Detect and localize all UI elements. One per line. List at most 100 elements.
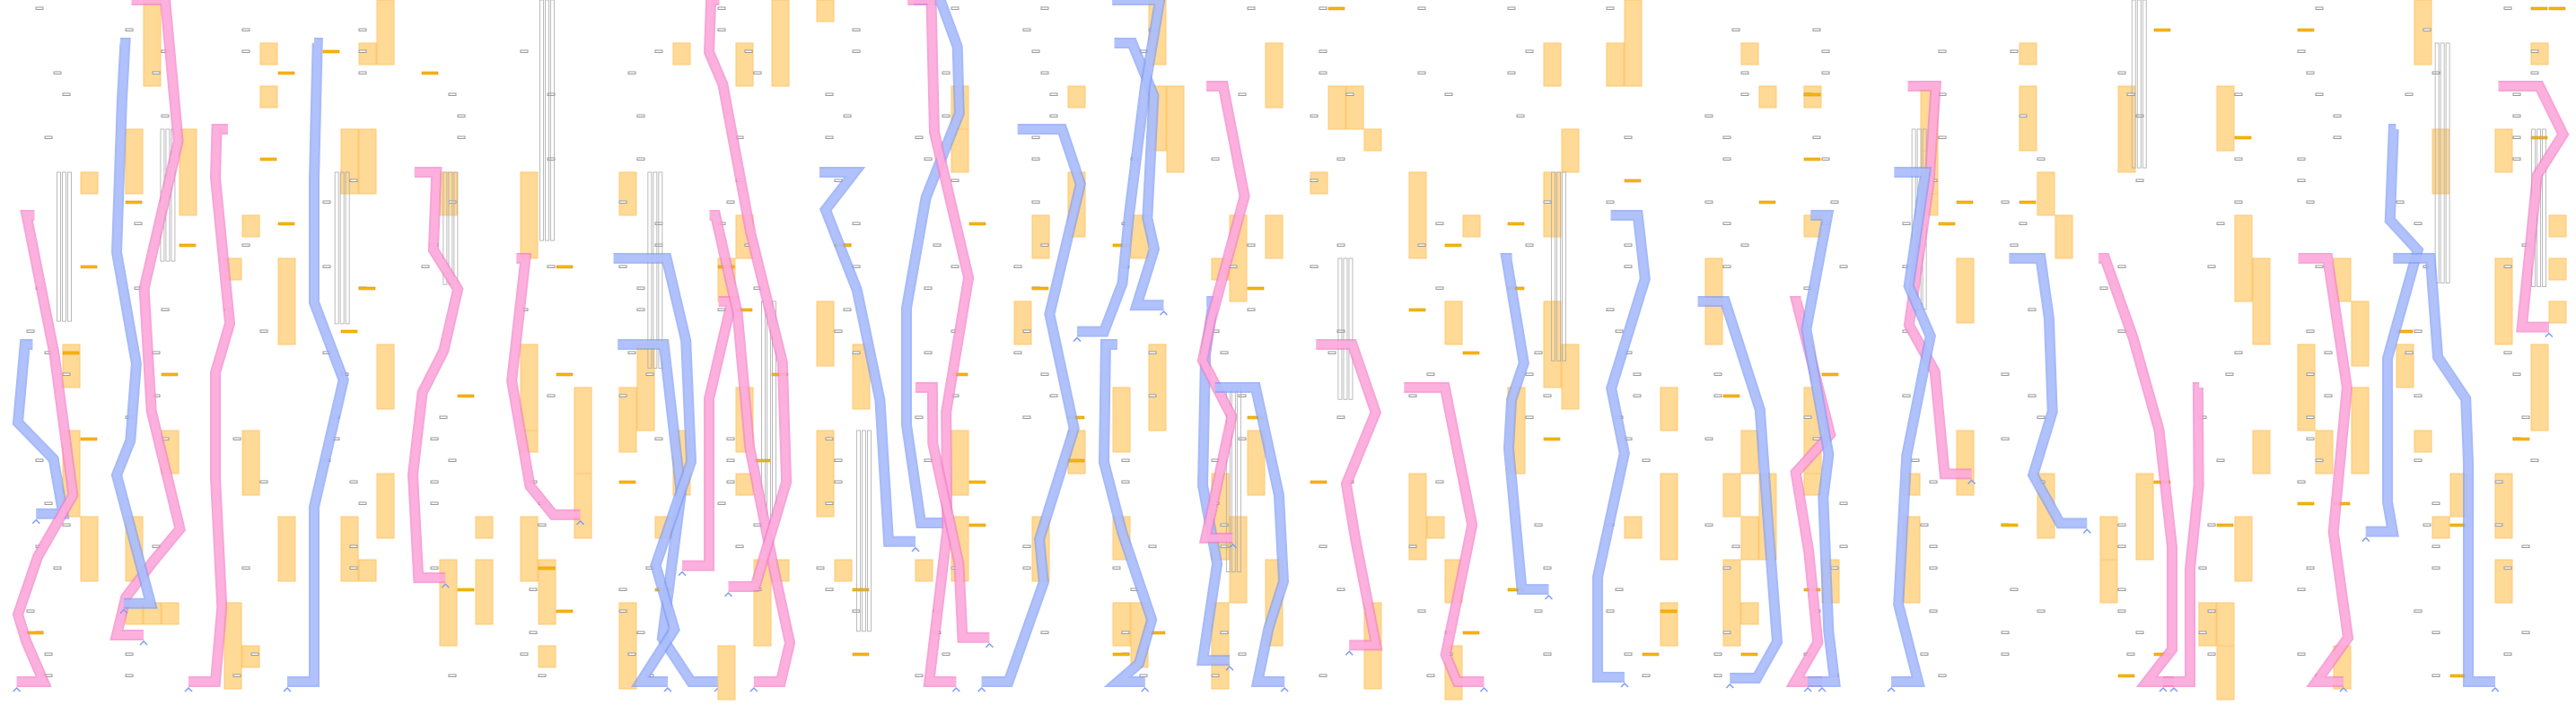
position-tick — [1310, 178, 1319, 182]
position-tick — [2324, 394, 2333, 397]
highlight-marker — [1327, 6, 1345, 11]
sequence-track — [539, 0, 544, 241]
alignment-block — [2315, 430, 2334, 474]
position-tick — [852, 351, 861, 354]
blue-ribbon-fill — [819, 169, 916, 545]
position-tick — [2521, 415, 2530, 419]
position-tick — [825, 501, 834, 505]
position-tick — [618, 609, 627, 613]
position-tick — [825, 135, 834, 139]
chevron-up-icon — [1141, 686, 1150, 692]
position-tick — [735, 544, 744, 548]
sequence-track — [1562, 171, 1567, 361]
position-tick — [1525, 415, 1534, 419]
alignment-block — [520, 171, 539, 259]
pink-ribbon-fill — [188, 126, 234, 685]
position-tick — [241, 243, 250, 247]
position-tick — [1417, 6, 1426, 10]
position-tick — [161, 308, 170, 311]
position-tick — [1435, 480, 1444, 483]
alignment-block — [2216, 85, 2235, 152]
position-tick — [942, 114, 951, 118]
position-tick — [825, 588, 834, 591]
highlight-marker — [1956, 200, 1974, 205]
alignment-block — [2216, 645, 2235, 701]
chevron-up-icon — [31, 518, 40, 525]
alignment-block — [2252, 430, 2271, 474]
position-tick — [1238, 437, 1247, 440]
blue-ribbon-fill — [1114, 39, 1164, 309]
pink-ribbon-fill — [2498, 83, 2568, 331]
position-tick — [2396, 200, 2405, 204]
alignment-block — [241, 214, 260, 238]
position-tick — [2423, 523, 2431, 527]
position-tick — [2414, 222, 2423, 225]
blue-ribbon-fill — [2009, 255, 2088, 527]
position-tick — [1713, 394, 1722, 397]
position-tick — [1633, 394, 1642, 397]
position-tick — [1148, 394, 1157, 397]
alignment-block — [1956, 257, 1975, 324]
position-tick — [852, 222, 861, 225]
chevron-up-icon — [1280, 686, 1289, 692]
position-tick — [1740, 92, 1749, 96]
highlight-marker — [1507, 222, 1525, 226]
position-tick — [2512, 114, 2521, 118]
position-tick — [1336, 329, 1345, 333]
pink-ribbon-fill — [709, 212, 794, 685]
alignment-block — [735, 42, 754, 87]
position-tick — [1740, 71, 1749, 74]
position-tick — [1417, 243, 1426, 247]
position-tick — [2431, 566, 2440, 570]
highlight-marker — [2512, 437, 2530, 441]
chevron-up-icon — [119, 608, 128, 614]
blue-ribbon-fill — [1214, 384, 1288, 685]
position-tick — [636, 286, 645, 290]
highlight-marker — [80, 437, 98, 441]
position-tick — [1938, 49, 1947, 53]
chevron-up-icon — [2545, 332, 2554, 338]
alignment-block — [2494, 473, 2513, 539]
alignment-block — [2351, 300, 2370, 367]
position-tick — [1624, 243, 1633, 247]
alignment-block — [1408, 171, 1427, 259]
alignment-block — [1013, 300, 1032, 345]
position-tick — [448, 458, 457, 462]
alignment-block — [1606, 42, 1625, 87]
chevron-up-icon — [749, 686, 758, 692]
position-tick — [2503, 265, 2512, 268]
sequence-track — [1343, 257, 1348, 400]
position-tick — [2306, 415, 2315, 419]
position-tick — [1642, 458, 1651, 462]
position-tick — [26, 609, 35, 613]
position-tick — [2207, 609, 2216, 613]
position-tick — [349, 566, 358, 570]
position-tick — [241, 28, 250, 31]
pink-ribbon-fill — [2098, 255, 2176, 685]
highlight-marker — [2530, 135, 2548, 140]
position-tick — [349, 178, 358, 182]
highlight-marker — [1821, 372, 1839, 377]
position-tick — [2126, 652, 2135, 656]
position-tick — [1821, 71, 1830, 74]
alignment-block — [1112, 387, 1131, 453]
position-tick — [2001, 652, 2010, 656]
highlight-marker — [2117, 674, 2135, 678]
position-tick — [529, 588, 538, 591]
highlight-marker — [1740, 652, 1758, 657]
position-tick — [430, 437, 439, 440]
highlight-marker — [1758, 200, 1776, 205]
highlight-marker — [1803, 92, 1821, 97]
position-tick — [2207, 652, 2216, 656]
position-tick — [2099, 286, 2108, 290]
position-tick — [1013, 265, 1022, 268]
alignment-block — [125, 128, 144, 195]
position-tick — [1220, 631, 1229, 634]
chevron-up-icon — [1345, 650, 1354, 656]
blue-ribbon-fill — [112, 39, 156, 607]
position-tick — [1040, 6, 1049, 10]
position-tick — [1426, 372, 1435, 376]
pink-ribbon-fill — [408, 169, 462, 582]
position-tick — [2028, 394, 2037, 397]
sequence-track — [2136, 0, 2142, 169]
